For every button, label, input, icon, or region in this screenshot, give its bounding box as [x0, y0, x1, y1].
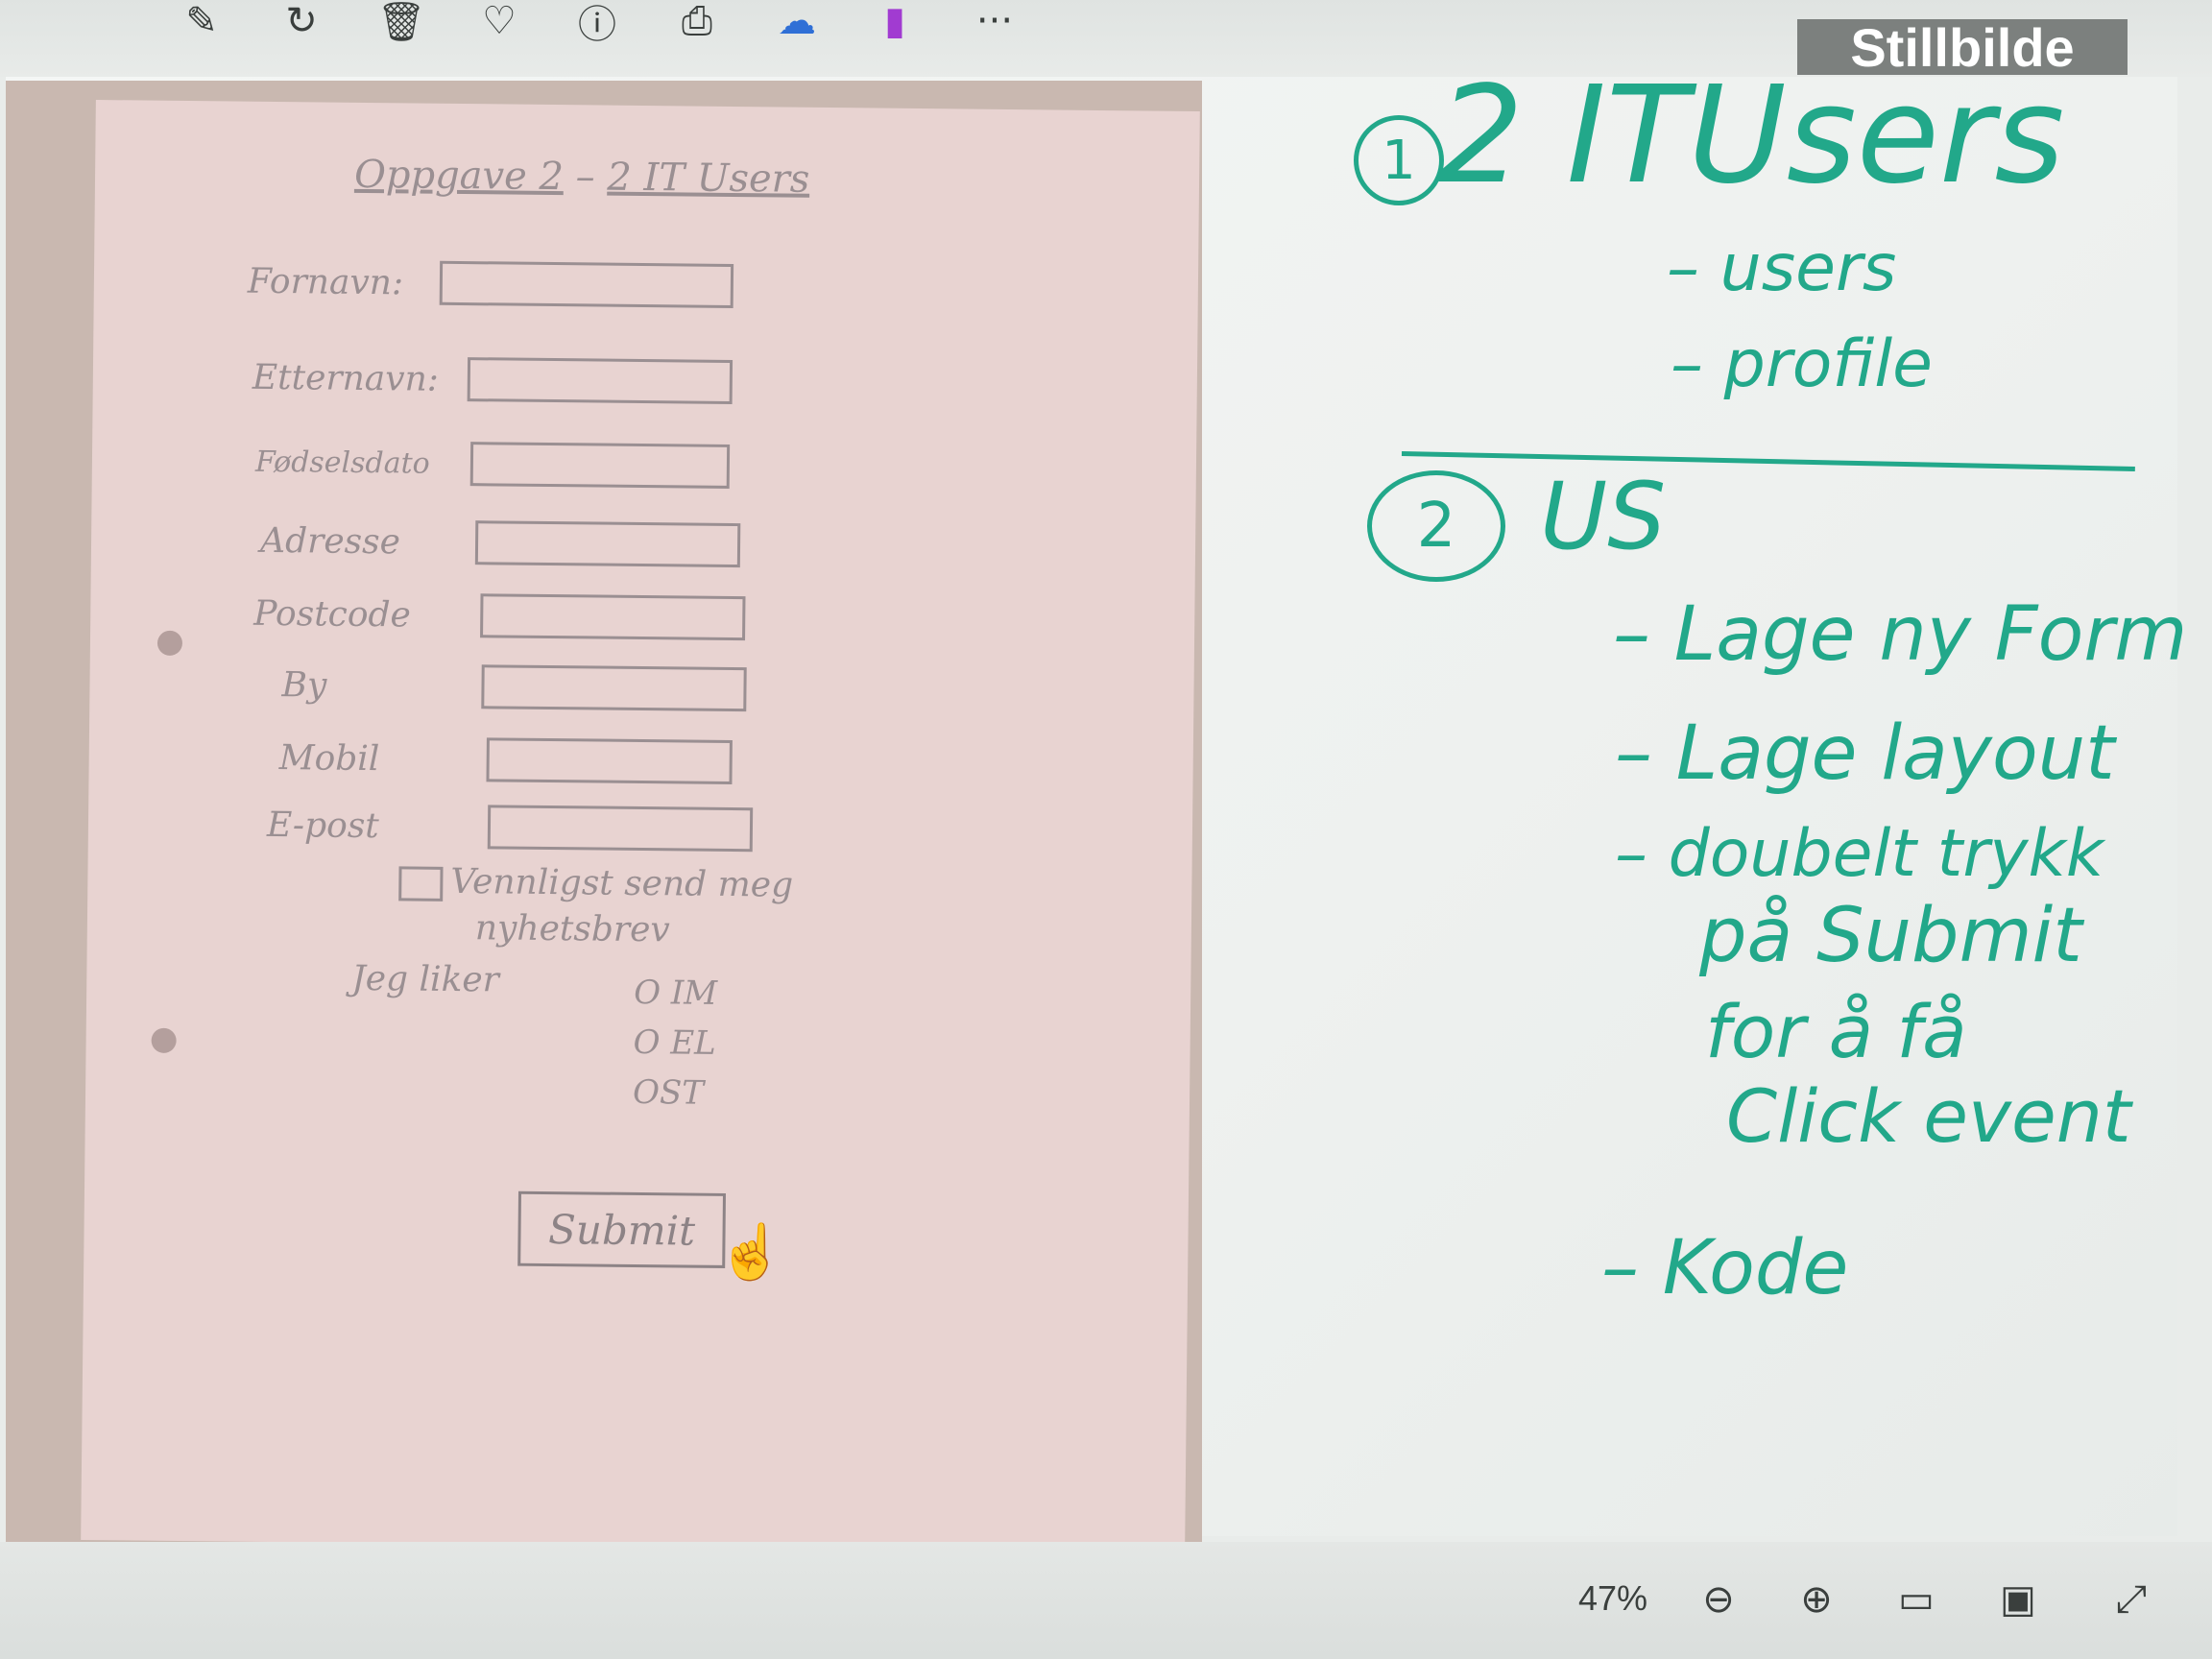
- field-label: Fødselsdato: [254, 445, 430, 481]
- fit-icon[interactable]: ▭: [1898, 1577, 1935, 1622]
- clipchamp-icon[interactable]: ▮: [883, 0, 905, 43]
- likes-option: O IM: [633, 973, 718, 1013]
- field-box: [469, 442, 731, 489]
- sketch-paper: Oppgave 2 – 2 IT Users Fornavn: Etternav…: [81, 100, 1200, 1551]
- sketch-row-adresse: Adresse: [259, 517, 741, 569]
- task-line: – Kode: [1601, 1225, 1849, 1311]
- likes-option: O EL: [633, 1022, 716, 1063]
- likes-option: OST: [632, 1072, 705, 1113]
- item1-number-circle: 1: [1354, 115, 1444, 205]
- item2-number-circle: 2: [1367, 470, 1505, 582]
- sketch-submit-button: Submit: [517, 1190, 726, 1268]
- field-box: [486, 737, 733, 784]
- checkbox-box: [398, 866, 444, 902]
- info-icon[interactable]: ⓘ: [578, 3, 616, 47]
- sketch-row-mobil: Mobil: [278, 733, 733, 786]
- likes-label: Jeg liker: [351, 958, 500, 1000]
- field-box: [474, 520, 741, 568]
- item1-sub-users: – users: [1667, 230, 1897, 306]
- sketch-row-postcode: Postcode: [253, 589, 746, 642]
- field-box: [481, 664, 747, 712]
- item2-title: US: [1540, 463, 1667, 570]
- field-box: [487, 805, 754, 853]
- field-box: [480, 593, 746, 641]
- newsletter-label-2: nyhetsbrev: [474, 908, 670, 950]
- task-line: – doubelt trykk: [1615, 816, 2104, 892]
- edit-icon[interactable]: ✎: [185, 0, 218, 43]
- rotate-icon[interactable]: ↻: [285, 0, 318, 43]
- zoom-level: 47%: [1578, 1578, 1648, 1618]
- heart-icon[interactable]: ♡: [482, 0, 517, 43]
- task-line: for å få: [1705, 989, 1967, 1074]
- task-line: – Lage layout: [1615, 710, 2115, 797]
- stillbilde-badge: Stillbilde: [1797, 17, 2128, 78]
- punch-hole: [151, 1027, 177, 1053]
- field-label: Adresse: [259, 520, 401, 562]
- field-label: E-post: [266, 805, 379, 846]
- field-box: [439, 260, 734, 308]
- item1-title: 2 ITUsers: [1438, 58, 2065, 214]
- field-label: By: [281, 664, 327, 706]
- newsletter-checkbox: Vennligst send meg: [398, 861, 793, 905]
- trash-icon[interactable]: 🗑: [376, 0, 426, 44]
- item1-sub-profile: – profile: [1671, 326, 1933, 402]
- field-label: Postcode: [253, 593, 412, 635]
- more-icon[interactable]: ···: [975, 0, 1014, 43]
- field-box: [467, 357, 733, 404]
- sketch-row-fodselsdato: Fødselsdato: [254, 438, 731, 491]
- task-line: Click event: [1726, 1073, 2131, 1159]
- zoom-out-icon[interactable]: ⊖: [1702, 1577, 1735, 1622]
- actual-size-icon[interactable]: ▣: [2000, 1577, 2036, 1622]
- sketch-title: Oppgave 2 – 2 IT Users: [353, 152, 810, 202]
- task-line: – Lage ny Form: [1613, 591, 2188, 678]
- punch-hole: [156, 630, 183, 656]
- cloud-icon[interactable]: ☁: [778, 0, 816, 43]
- field-label: Fornavn:: [247, 261, 404, 302]
- print-icon[interactable]: ⎙: [682, 0, 712, 43]
- sketch-row-etternavn: Etternavn:: [252, 353, 733, 406]
- hand-cursor-icon: ☝: [717, 1220, 785, 1283]
- fullscreen-icon[interactable]: ⤢: [2116, 1577, 2147, 1622]
- field-label: Mobil: [278, 737, 380, 779]
- sketch-row-fornavn: Fornavn:: [247, 257, 734, 310]
- task-line: på Submit: [1699, 893, 2082, 979]
- zoom-in-icon[interactable]: ⊕: [1800, 1577, 1833, 1622]
- bottom-bar: [0, 1542, 2212, 1659]
- sketch-row-epost: E-post: [266, 801, 754, 854]
- field-label: Etternavn:: [252, 357, 440, 399]
- sketch-row-by: By: [281, 661, 747, 713]
